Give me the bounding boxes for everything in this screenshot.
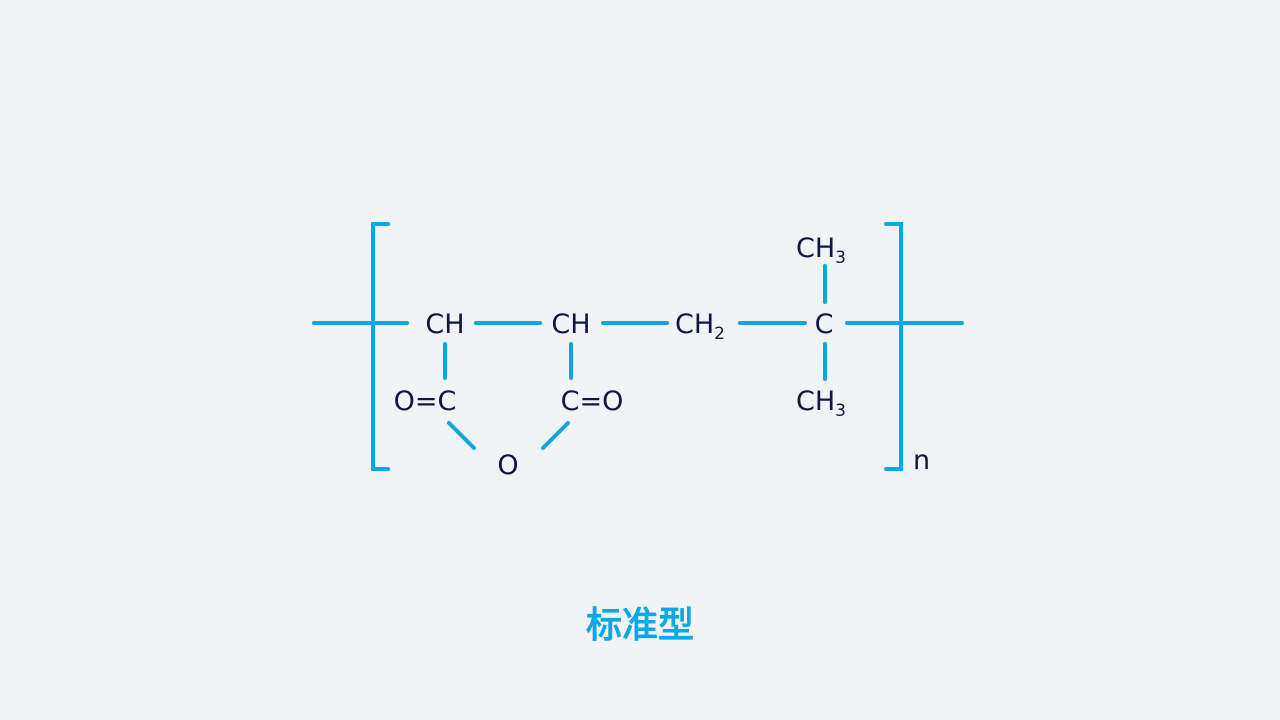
atom-ch-left: CH: [425, 309, 464, 340]
atom-ch3-bottom-symbol: CH: [796, 386, 835, 417]
atom-ch-right: CH: [551, 309, 590, 340]
atom-ch2: CH2: [675, 309, 725, 344]
caption: 标准型: [585, 605, 694, 646]
atom-carbonyl-left: O=C: [394, 386, 457, 417]
right-bracket: [884, 222, 903, 471]
atom-c-quaternary: C: [815, 309, 834, 340]
atom-ring-oxygen: O: [497, 450, 518, 481]
left-bracket: [371, 222, 390, 471]
repeat-unit-n: n: [913, 445, 930, 476]
atom-ch3-top: CH3: [796, 233, 846, 268]
atom-ch2-symbol: CH: [675, 309, 714, 340]
atom-ch3-top-symbol: CH: [796, 233, 835, 264]
atom-ch3-bottom-subscript: 3: [835, 401, 846, 421]
atom-ch3-top-subscript: 3: [835, 248, 846, 268]
atom-carbonyl-right: C=O: [561, 386, 624, 417]
atom-ch2-subscript: 2: [714, 324, 725, 344]
atom-ch3-bottom: CH3: [796, 386, 846, 421]
bond-carbonyl-left-oxygen: [447, 421, 476, 450]
bond-carbonyl-right-oxygen: [541, 421, 570, 450]
